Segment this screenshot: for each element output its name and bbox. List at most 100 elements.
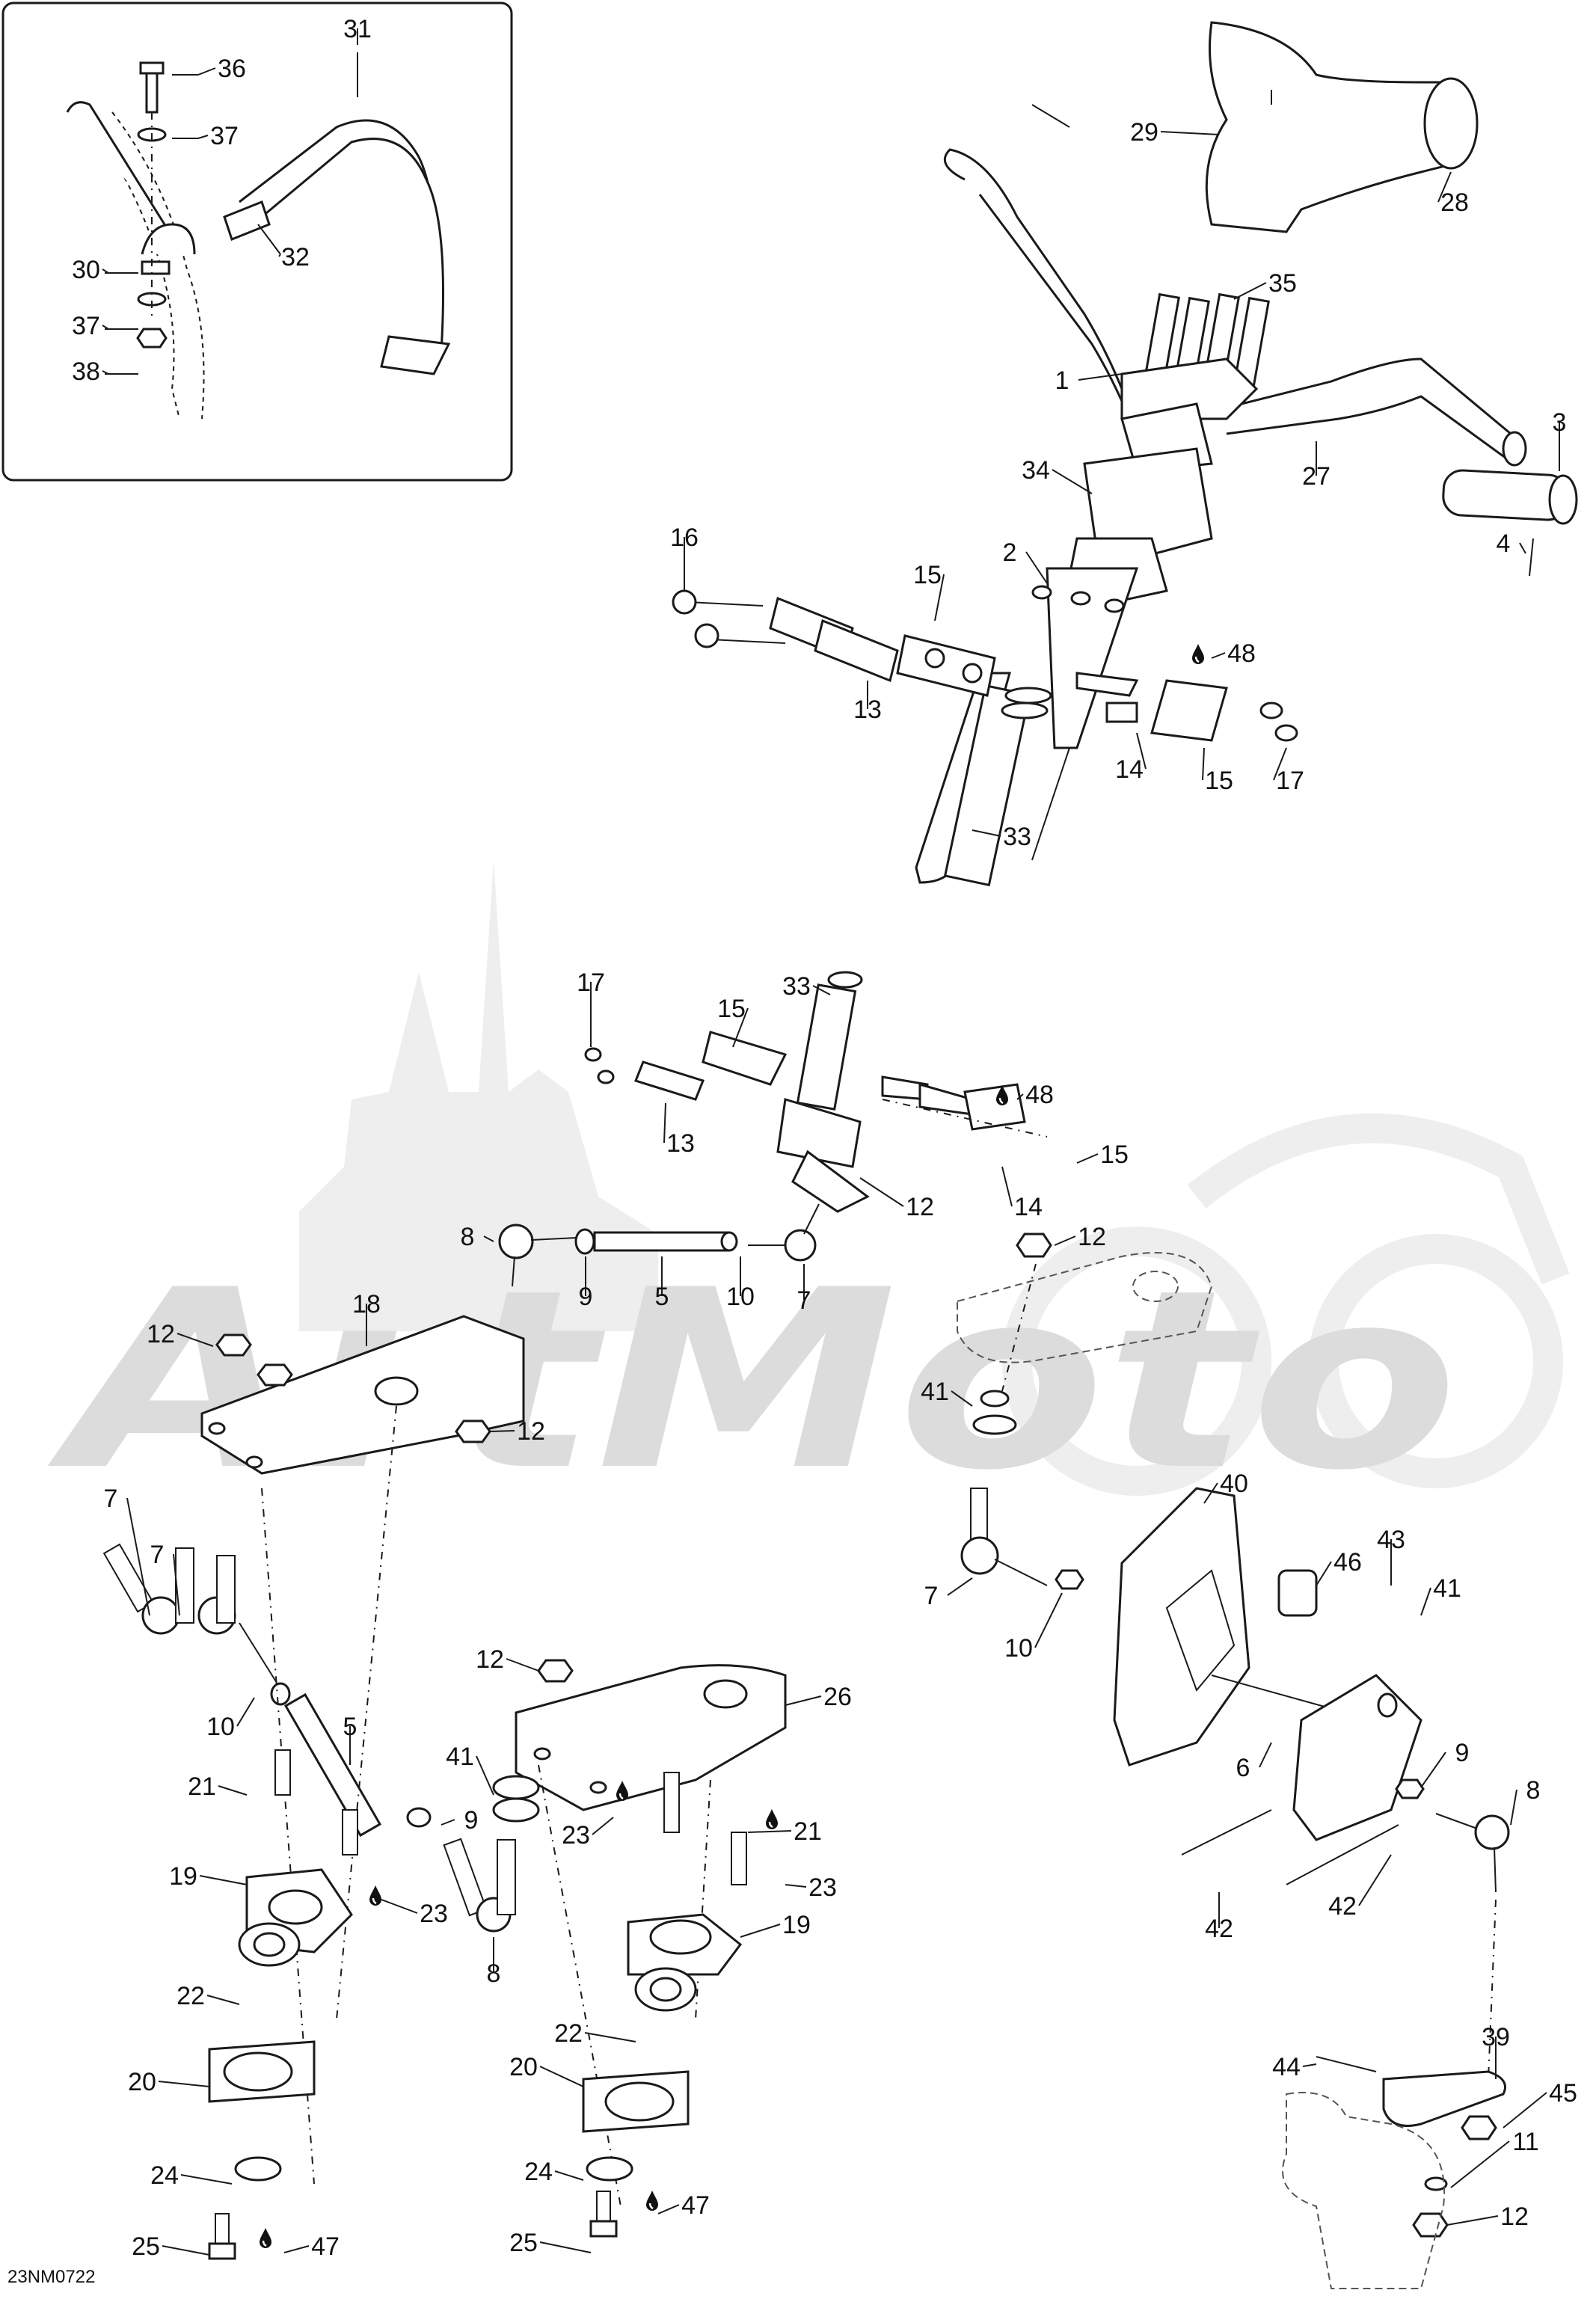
callout-c21a: 21 [188,1772,248,1801]
leader-line [1025,551,1048,584]
callout-c25b: 25 [509,2229,592,2257]
callout-c21b: 21 [747,1817,822,1846]
leader-line [1273,747,1287,781]
callout-c35: 35 [1233,269,1297,300]
callout-number: 2 [1003,538,1017,567]
callout-c38: 38 [72,357,109,386]
callout-c42b: 42 [1328,1854,1392,1921]
callout-c44: 44 [1272,2053,1317,2081]
callout-number: 6 [1236,1754,1250,1782]
callout-number: 7 [150,1541,165,1569]
callout-c29: 29 [1130,118,1220,147]
callout-c47a: 47 [283,2232,340,2261]
callout-number: 10 [726,1283,755,1311]
callout-c17a: 17 [1273,747,1304,795]
leader-line [1420,1752,1446,1788]
leader-line [506,1658,539,1672]
callout-c12a: 12 [859,1177,934,1221]
callout-c15b: 15 [1202,747,1233,795]
callout-c39: 39 [1482,2023,1510,2079]
callout-number: 48 [1227,639,1256,668]
callout-number: 26 [823,1683,852,1711]
leader-line [199,1875,248,1885]
callout-number: 20 [128,2068,156,2096]
callout-c46: 46 [1316,1548,1362,1586]
leader-line [1233,282,1267,300]
leader-line [173,1553,180,1616]
leader-line [732,1007,749,1048]
callout-c47b: 47 [657,2191,710,2220]
callout-number: 16 [670,524,699,552]
leader-line [1034,1592,1063,1648]
callout-c40: 40 [1203,1470,1248,1504]
callout-number: 12 [476,1645,504,1674]
leader-line [177,1333,214,1347]
callout-number: 37 [72,312,100,340]
callout-c23b: 23 [381,1899,448,1928]
leader-line [592,1817,614,1835]
callout-number: 42 [1328,1892,1357,1921]
callout-c7a: 7 [797,1264,811,1315]
tie-rod-assembly-lower-left [102,1543,516,1933]
leader-line [947,1577,973,1596]
leader-line [102,325,109,330]
leader-line [584,2032,636,2042]
callout-c24a: 24 [150,2161,233,2190]
callout-number: 23 [808,1873,837,1902]
leader-line [1450,2140,1510,2188]
callout-c22a: 22 [177,1982,240,2010]
callout-c31a: 31 [343,15,372,45]
callout-number: 23 [562,1821,590,1850]
callout-c25a: 25 [132,2232,210,2261]
callout-number: 15 [913,561,942,589]
callout-number: 8 [1526,1776,1541,1805]
leader-line [1437,171,1452,203]
bracket-assembly [1282,2056,1506,2289]
callout-c33a: 33 [972,823,1031,851]
callout-c13a: 13 [853,681,882,724]
callout-number: 36 [218,55,246,83]
callout-c5a: 5 [655,1256,669,1311]
leader-line [126,1497,150,1616]
callout-number: 9 [464,1806,479,1835]
callout-c33b: 33 [782,972,831,1001]
callout-c42a: 42 [1205,1892,1233,1943]
oil-drop-icon [645,2190,660,2212]
leader-line [1211,652,1226,659]
callout-c1: 1 [1055,366,1123,395]
callout-number: 4 [1497,530,1511,558]
leader-line [1510,1789,1517,1826]
callout-number: 13 [666,1129,695,1158]
leader-line [197,67,216,76]
callout-c18: 18 [352,1290,381,1346]
handlebar-assembly [672,21,1578,887]
mid-steering-column [584,971,1048,1213]
leader-line [1136,732,1147,770]
callout-number: 15 [1205,767,1233,795]
leader-line [554,2170,584,2181]
callout-number: 42 [1205,1915,1233,1943]
callout-c41a: 41 [921,1378,973,1407]
callout-number: 7 [797,1286,811,1315]
callout-number: 19 [169,1862,197,1891]
leader-line [1446,2215,1499,2226]
callout-number: 34 [1022,456,1050,485]
leader-line [1503,2092,1547,2128]
leader-line [483,1236,494,1242]
callout-number: 25 [132,2232,160,2261]
callout-c43: 43 [1377,1526,1405,1586]
callout-number: 39 [1482,2023,1510,2051]
callout-number: 12 [517,1417,545,1446]
callout-c11: 11 [1450,2128,1539,2188]
callout-c10a: 10 [726,1256,755,1311]
callout-c23a: 23 [562,1817,614,1850]
callout-number: 12 [1500,2203,1529,2231]
callout-number: 21 [188,1772,216,1801]
callout-c48b: 48 [1016,1081,1054,1109]
callout-number: 12 [906,1193,934,1221]
callout-number: 33 [1003,823,1031,851]
leader-line [1420,1587,1431,1616]
callout-c23c: 23 [785,1873,837,1902]
callout-number: 47 [311,2232,340,2261]
callout-c12b: 12 [1054,1223,1106,1251]
